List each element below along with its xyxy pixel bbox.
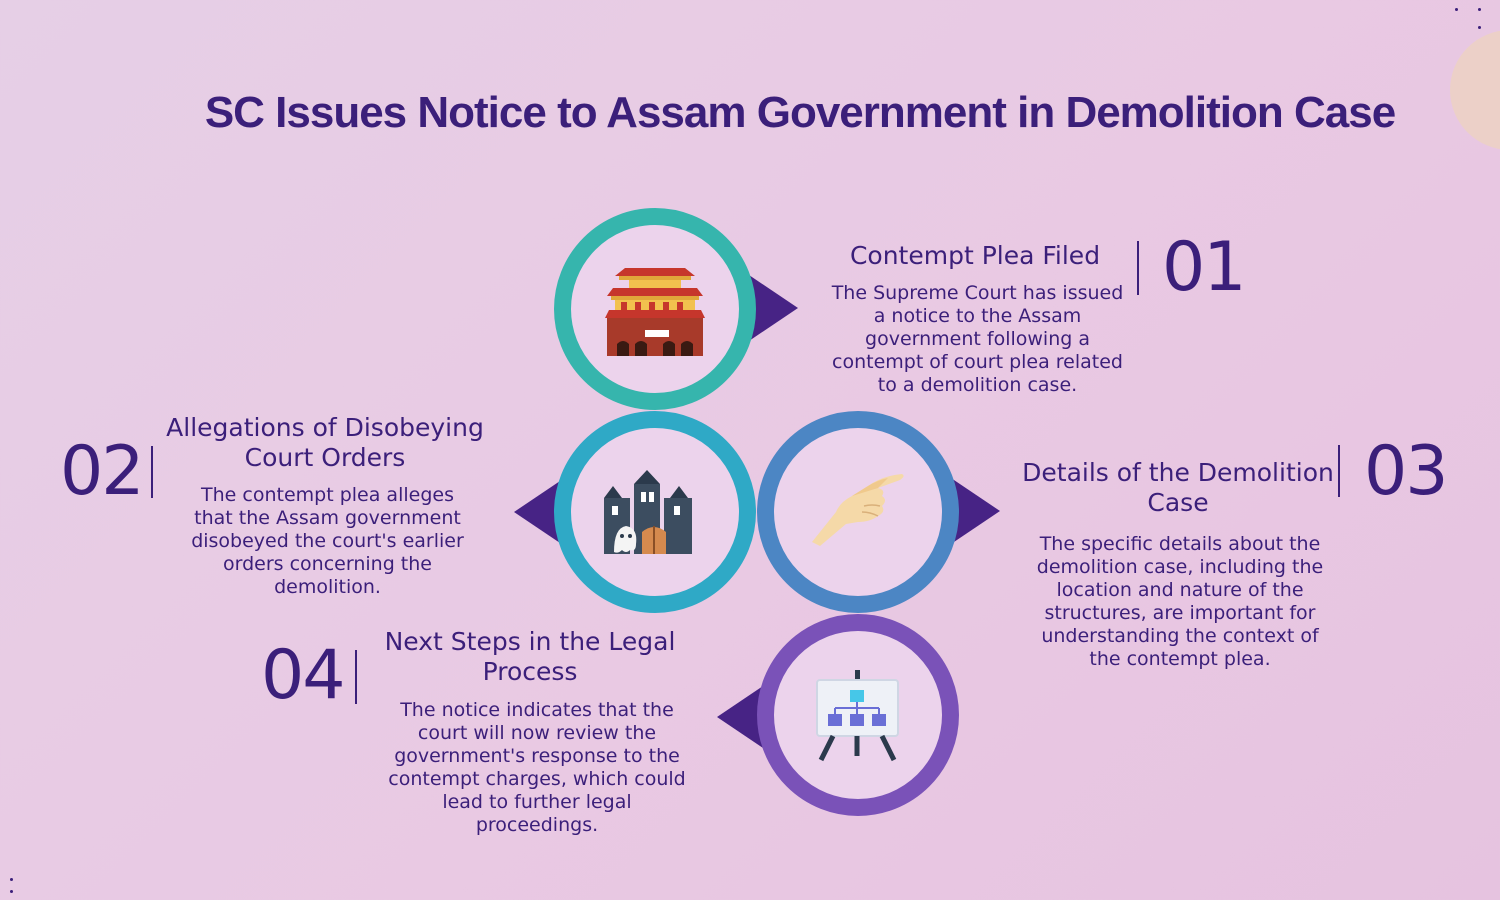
step-3-number: 03 xyxy=(1364,432,1449,511)
step-1-description: The Supreme Court has issued a notice to… xyxy=(831,282,1124,396)
decor-dot xyxy=(10,890,13,893)
step-4-separator xyxy=(355,650,357,704)
step-4-heading: Next Steps in the Legal Process xyxy=(384,627,676,686)
step-2-separator xyxy=(151,446,153,498)
step-4-description: The notice indicates that the court will… xyxy=(388,699,686,836)
step-1-heading: Contempt Plea Filed xyxy=(849,241,1101,270)
decor-dot xyxy=(1455,8,1458,11)
step-3-separator xyxy=(1338,445,1340,497)
flowchart-board-icon xyxy=(815,670,900,766)
decor-dot xyxy=(10,878,13,881)
decor-dot xyxy=(1478,8,1481,11)
step-1-separator xyxy=(1137,241,1139,295)
step-2-description: The contempt plea alleges that the Assam… xyxy=(191,484,464,598)
page-title: SC Issues Notice to Assam Government in … xyxy=(204,88,1396,137)
step-4-number: 04 xyxy=(261,636,346,715)
step-1-number: 01 xyxy=(1162,228,1247,307)
step-3-description: The specific details about the demolitio… xyxy=(1036,533,1324,670)
decor-dot xyxy=(1478,26,1481,29)
step-3-heading: Details of the Demolition Case xyxy=(1022,458,1334,517)
step-2-heading: Allegations of Disobeying Court Orders xyxy=(166,413,484,472)
palace-icon xyxy=(605,258,705,362)
pointing-hand-icon xyxy=(808,466,908,550)
haunted-house-icon xyxy=(600,466,695,562)
step-2-number: 02 xyxy=(60,432,145,511)
